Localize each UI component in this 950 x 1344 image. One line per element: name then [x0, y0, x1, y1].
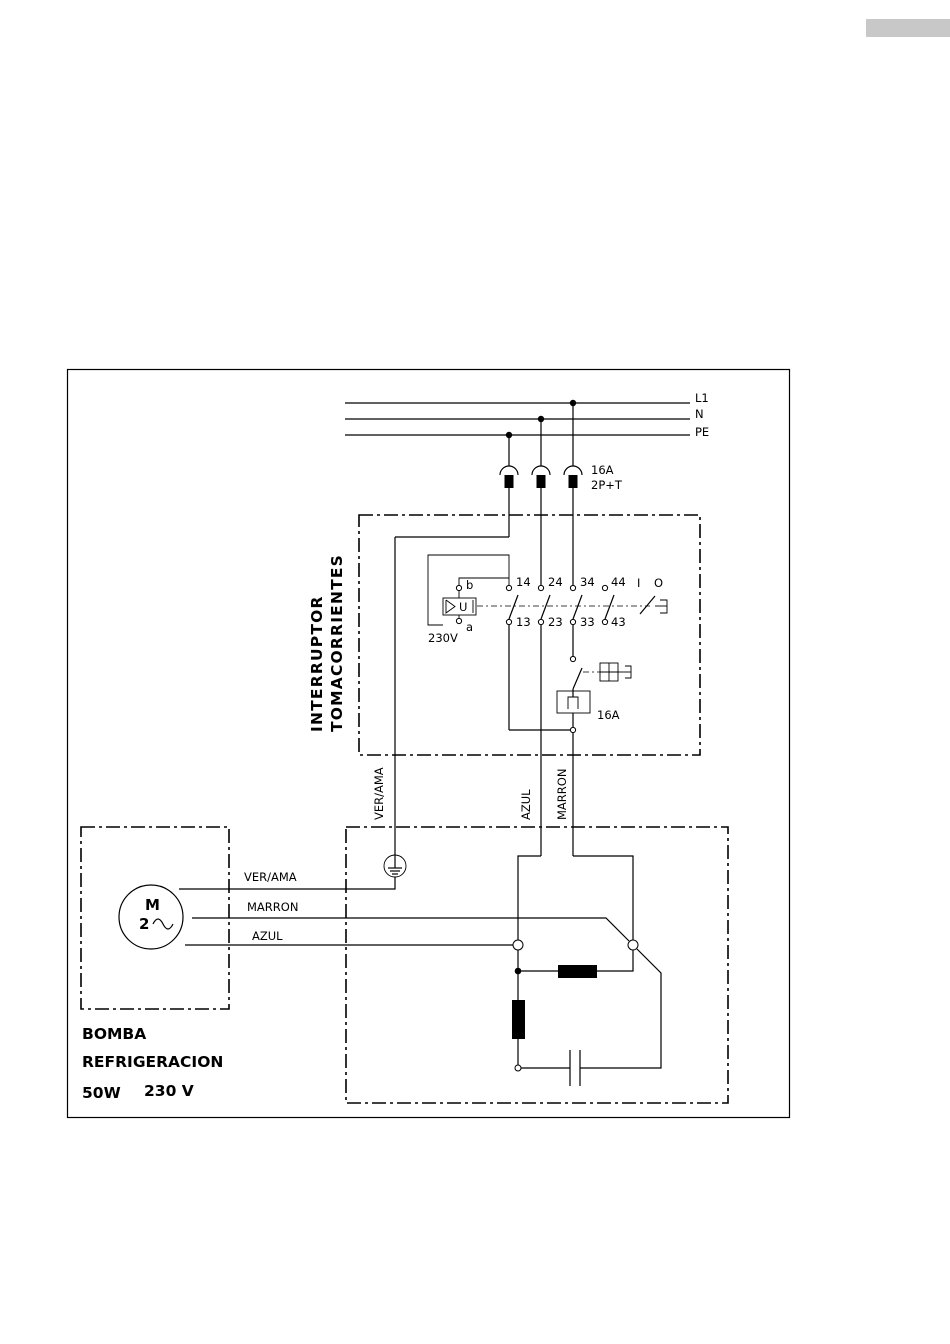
wire-live-label: MARRON	[555, 769, 569, 820]
svg-text:BOMBA: BOMBA	[82, 1025, 146, 1043]
svg-text:230 V: 230 V	[144, 1082, 194, 1100]
contact-44: 44	[611, 575, 626, 589]
plug-type: 2P+T	[591, 478, 623, 492]
state-off: O	[654, 576, 663, 590]
switch-box	[359, 515, 700, 755]
wire-labels: VER/AMA AZUL MARRON	[372, 767, 569, 820]
contact-23: 23	[548, 615, 563, 629]
terminal-box	[346, 827, 728, 1103]
contact-24: 24	[548, 575, 563, 589]
diagram-frame	[68, 370, 790, 1118]
contact-33: 33	[580, 615, 595, 629]
coil-b: b	[466, 578, 473, 592]
wire-earth-label: VER/AMA	[372, 767, 386, 820]
motor-icon	[119, 885, 183, 949]
plug-connector: 16A 2P+T	[500, 463, 623, 492]
svg-text:50W: 50W	[82, 1084, 121, 1102]
supply-lines: L1 N PE	[345, 391, 709, 466]
svg-text:REFRIGERACION: REFRIGERACION	[82, 1053, 223, 1071]
coil-voltage: 230V	[428, 631, 458, 645]
plug-rating: 16A	[591, 463, 614, 477]
winding-aux-icon	[558, 965, 597, 978]
breaker-rating: 16A	[597, 708, 620, 722]
terminal-wiring	[179, 855, 661, 1086]
coil-label: U	[459, 600, 467, 614]
winding-main-icon	[512, 1000, 525, 1039]
label-l1: L1	[695, 391, 709, 405]
pump-wire-earth: VER/AMA	[244, 870, 297, 884]
pump-wire-neutral: AZUL	[252, 929, 283, 943]
contact-13: 13	[516, 615, 531, 629]
coil-a: a	[466, 620, 473, 634]
label-pe: PE	[695, 425, 709, 439]
pump-motor: M 2 VER/AMA MARRON AZUL	[119, 870, 298, 949]
svg-text:TOMACORRIENTES: TOMACORRIENTES	[328, 554, 346, 732]
svg-text:2: 2	[139, 915, 149, 933]
wire-neutral-label: AZUL	[519, 789, 533, 820]
contact-43: 43	[611, 615, 626, 629]
state-on: I	[637, 576, 640, 590]
contact-14: 14	[516, 575, 531, 589]
svg-text:M: M	[145, 896, 160, 914]
pump-title: BOMBA REFRIGERACION 50W 230 V	[82, 1025, 223, 1102]
switch-title: INTERRUPTOR TOMACORRIENTES	[308, 554, 346, 732]
contact-34: 34	[580, 575, 595, 589]
svg-text:INTERRUPTOR: INTERRUPTOR	[308, 595, 326, 732]
label-n: N	[695, 407, 704, 421]
pump-wire-live: MARRON	[247, 900, 298, 914]
